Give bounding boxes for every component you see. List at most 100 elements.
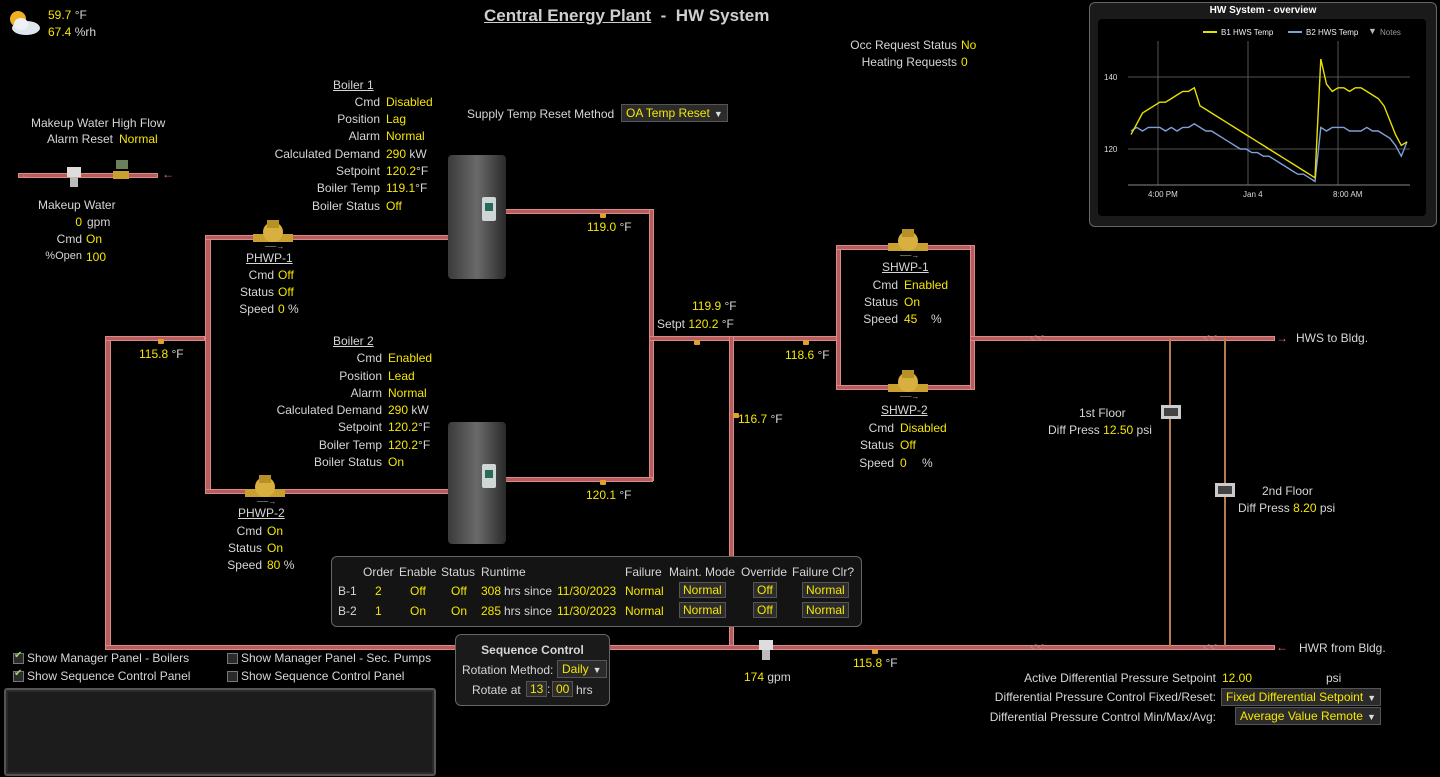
phwp1-cmd-label: Cmd	[248, 268, 274, 282]
rotate-unit: hrs	[576, 683, 593, 697]
temp-sensor-icon	[694, 340, 700, 345]
row-name: B-1	[338, 584, 357, 598]
rotation-method-label: Rotation Method:	[462, 663, 554, 677]
system-flow: 174 gpm	[744, 670, 791, 684]
chart-title: HW System - overview	[1209, 5, 1317, 16]
dp-sensor-icon[interactable]	[1214, 482, 1236, 501]
boiler2-status-value: On	[388, 455, 405, 469]
rotation-method-dropdown[interactable]: Daily▼	[557, 660, 607, 678]
dp-sensor-icon[interactable]	[1160, 404, 1182, 423]
row-status: Off	[451, 584, 467, 598]
row-override-select[interactable]: Off	[753, 602, 777, 618]
page-title: Central Energy Plant - HW System	[484, 6, 770, 25]
col-enable: Enable	[399, 565, 437, 579]
floor1-diff-press: Diff Press 12.50 psi	[1048, 423, 1152, 437]
flow-meter-icon[interactable]	[756, 638, 776, 667]
makeup-meter-icon[interactable]	[64, 165, 84, 192]
shwp1-status-label: Status	[863, 295, 898, 309]
boiler2-cmd-label: Cmd	[356, 351, 382, 365]
occ-status-label: Occ Request Status	[850, 38, 957, 52]
pipe-break-icon: <<	[1203, 331, 1218, 345]
svg-text:──→: ──→	[264, 242, 284, 250]
temp-sensor-icon	[600, 213, 606, 218]
boiler1-alarm-value: Normal	[386, 129, 425, 143]
makeup-open-label: %Open	[45, 250, 82, 262]
row-maint-mode-select[interactable]: Normal	[679, 582, 726, 598]
weather-icon	[4, 6, 44, 40]
show-sequence-control-checkbox-2[interactable]: Show Sequence Control Panel	[227, 669, 404, 683]
phwp1-pump-icon[interactable]: ──→	[253, 218, 293, 253]
boiler1-setpoint: 120.2°F	[386, 164, 429, 178]
row-failure-clr-select[interactable]: Normal	[802, 602, 849, 618]
makeup-flow-value: 0	[75, 215, 82, 229]
shwp2-speed-unit: %	[922, 456, 933, 470]
shwp1-pump-icon[interactable]: ──→	[888, 227, 928, 262]
svg-text:──→: ──→	[256, 497, 276, 505]
chevron-down-icon: ▼	[1367, 693, 1377, 703]
boiler1-link[interactable]: Boiler 1	[333, 78, 374, 92]
shwp2-link[interactable]: SHWP-2	[881, 403, 928, 417]
phwp2-speed-label: Speed	[227, 558, 262, 572]
shwp1-cmd-value: Enabled	[904, 278, 949, 292]
rotate-hour-input[interactable]: 13	[526, 681, 548, 697]
phwp2-pump-icon[interactable]: ──→	[245, 473, 285, 508]
dp-mode-dropdown[interactable]: Fixed Differential Setpoint▼	[1221, 688, 1382, 706]
series-line-b2	[1130, 122, 1408, 183]
makeup-cmd-value: On	[86, 232, 103, 246]
notes-label: Notes	[1380, 28, 1401, 37]
phwp2-status-label: Status	[227, 541, 262, 555]
y-tick-label: 140	[1104, 73, 1118, 82]
reset-method-dropdown[interactable]: OA Temp Reset▼	[621, 104, 728, 122]
boiler1-unit[interactable]	[446, 153, 508, 286]
makeup-valve-icon[interactable]	[108, 160, 134, 185]
col-override: Override	[741, 565, 788, 579]
boiler2-cmd-value: Enabled	[388, 351, 433, 365]
phwp1-speed-label: Speed	[239, 302, 274, 316]
checkbox-unchecked-icon	[227, 653, 238, 665]
svg-text:──→: ──→	[899, 251, 919, 259]
row-hours-text: hrs since	[504, 584, 553, 598]
boiler1-outlet-temp: 119.0 °F	[587, 220, 632, 234]
rotate-minute-input[interactable]: 00	[552, 681, 574, 697]
col-runtime: Runtime	[481, 565, 526, 579]
rotate-at-label: Rotate at	[472, 683, 521, 697]
phwp2-link[interactable]: PHWP-2	[238, 506, 285, 520]
svg-text:──→: ──→	[899, 392, 919, 400]
row-override-select[interactable]: Off	[753, 582, 777, 598]
phwp2-cmd-label: Cmd	[236, 524, 262, 538]
makeup-cmd-label: Cmd	[56, 232, 82, 246]
plant-link[interactable]: Central Energy Plant	[484, 6, 652, 25]
primary-return-temp: 115.8 °F	[139, 347, 184, 361]
show-boiler-manager-checkbox[interactable]: Show Manager Panel - Boilers	[13, 650, 189, 665]
chevron-down-icon: ▼	[713, 109, 723, 119]
boiler1-temp: 119.1°F	[386, 181, 428, 195]
boiler2-position-value: Lead	[388, 369, 415, 383]
message-panel	[4, 688, 436, 776]
col-status: Status	[441, 565, 476, 579]
shwp1-link[interactable]: SHWP-1	[882, 260, 929, 274]
boiler2-unit[interactable]	[446, 420, 508, 551]
show-pump-manager-checkbox[interactable]: Show Manager Panel - Sec. Pumps	[227, 651, 431, 665]
active-dp-setpoint-value: 12.00	[1222, 671, 1253, 685]
row-maint-mode-select[interactable]: Normal	[679, 602, 726, 618]
boiler2-link[interactable]: Boiler 2	[333, 334, 374, 348]
sequence-control-panel: Sequence Control Rotation Method: Daily▼…	[455, 634, 610, 706]
shwp2-pump-icon[interactable]: ──→	[888, 368, 928, 403]
time-colon: :	[547, 682, 551, 696]
row-date: 11/30/2023	[557, 584, 617, 598]
row-failure-clr-select[interactable]: Normal	[802, 582, 849, 598]
boiler2-setpoint: 120.2°F	[388, 420, 431, 434]
dp-aggregate-dropdown[interactable]: Average Value Remote▼	[1235, 707, 1381, 725]
floor1-name: 1st Floor	[1079, 406, 1126, 420]
chevron-down-icon: ▼	[1366, 712, 1376, 722]
boiler2-outlet-temp: 120.1 °F	[586, 488, 632, 502]
show-sequence-control-checkbox[interactable]: Show Sequence Control Panel	[13, 668, 190, 683]
heating-requests-label: Heating Requests	[861, 55, 957, 69]
phwp2-cmd-value: On	[267, 524, 284, 538]
x-tick-label: 8:00 AM	[1333, 190, 1363, 199]
y-tick-label: 120	[1104, 145, 1118, 154]
phwp1-link[interactable]: PHWP-1	[246, 251, 293, 265]
row-enable: Off	[410, 584, 426, 598]
shwp1-speed-unit: %	[931, 312, 942, 326]
